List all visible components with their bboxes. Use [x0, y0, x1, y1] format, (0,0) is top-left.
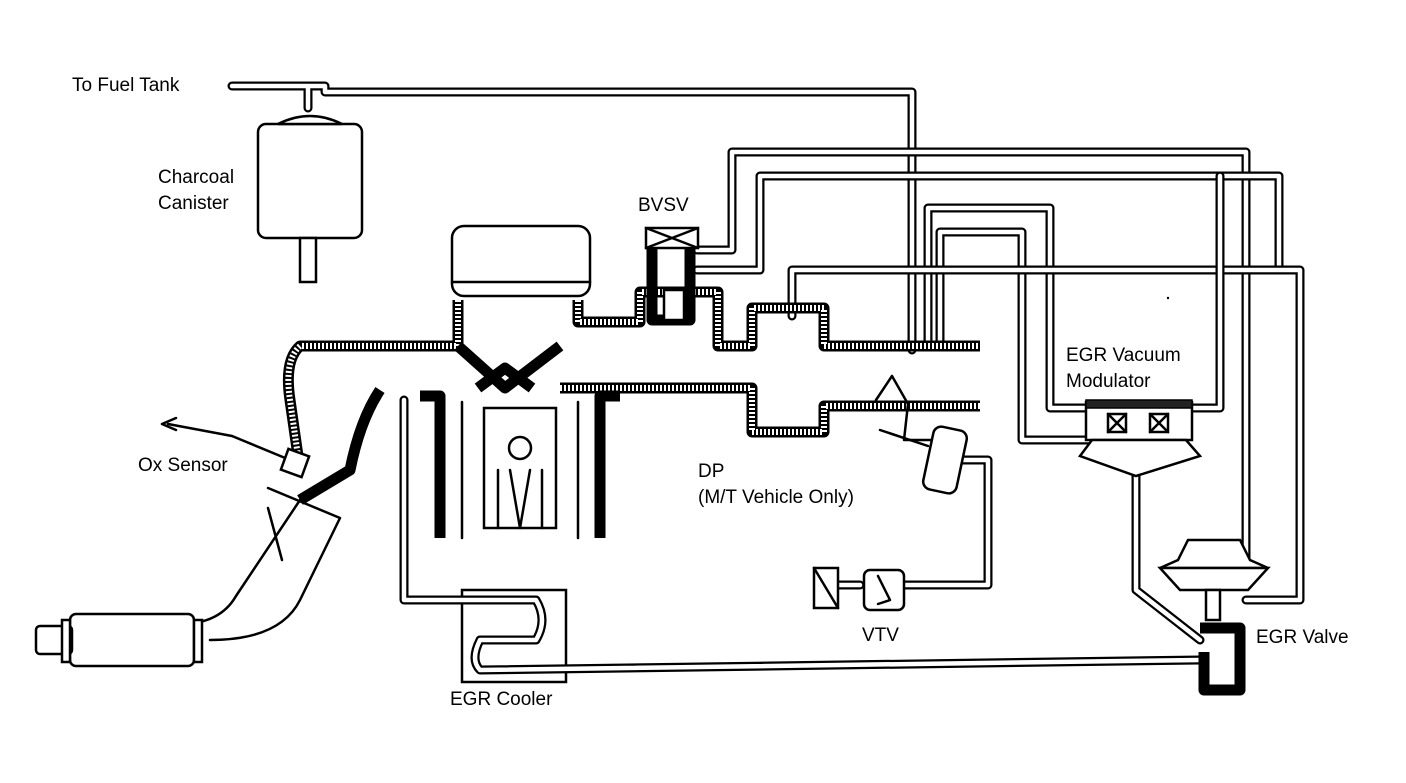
vtv-valve — [812, 566, 906, 612]
label-dp: DP — [698, 461, 725, 482]
exhaust-pipe — [34, 386, 385, 668]
egr-valve — [1157, 538, 1271, 696]
cylinder-block — [420, 390, 620, 540]
ox-sensor — [160, 416, 311, 479]
intake-manifold — [282, 286, 980, 471]
vacuum-hoses — [227, 81, 1305, 645]
egr-cooler — [399, 395, 1205, 684]
bvsv-valve — [644, 226, 700, 326]
label-modulator: Modulator — [1066, 371, 1151, 392]
label-to-fuel-tank: To Fuel Tank — [72, 75, 180, 96]
air-cleaner — [450, 224, 592, 298]
label-egr-cooler: EGR Cooler — [450, 689, 553, 710]
dp-dashpot — [874, 374, 969, 495]
label-ox-sensor: Ox Sensor — [138, 455, 228, 476]
label-egr-valve: EGR Valve — [1256, 627, 1349, 648]
egr-vacuum-modulator — [1077, 399, 1203, 478]
label-dp-note: (M/T Vehicle Only) — [698, 487, 854, 508]
label-canister: Canister — [158, 193, 229, 214]
label-charcoal: Charcoal — [158, 167, 235, 188]
label-egr-vacuum: EGR Vacuum — [1066, 345, 1181, 366]
scan-dot — [1166, 296, 1170, 300]
label-bvsv: BVSV — [638, 195, 689, 216]
label-vtv: VTV — [862, 625, 899, 646]
charcoal-canister — [256, 114, 364, 284]
